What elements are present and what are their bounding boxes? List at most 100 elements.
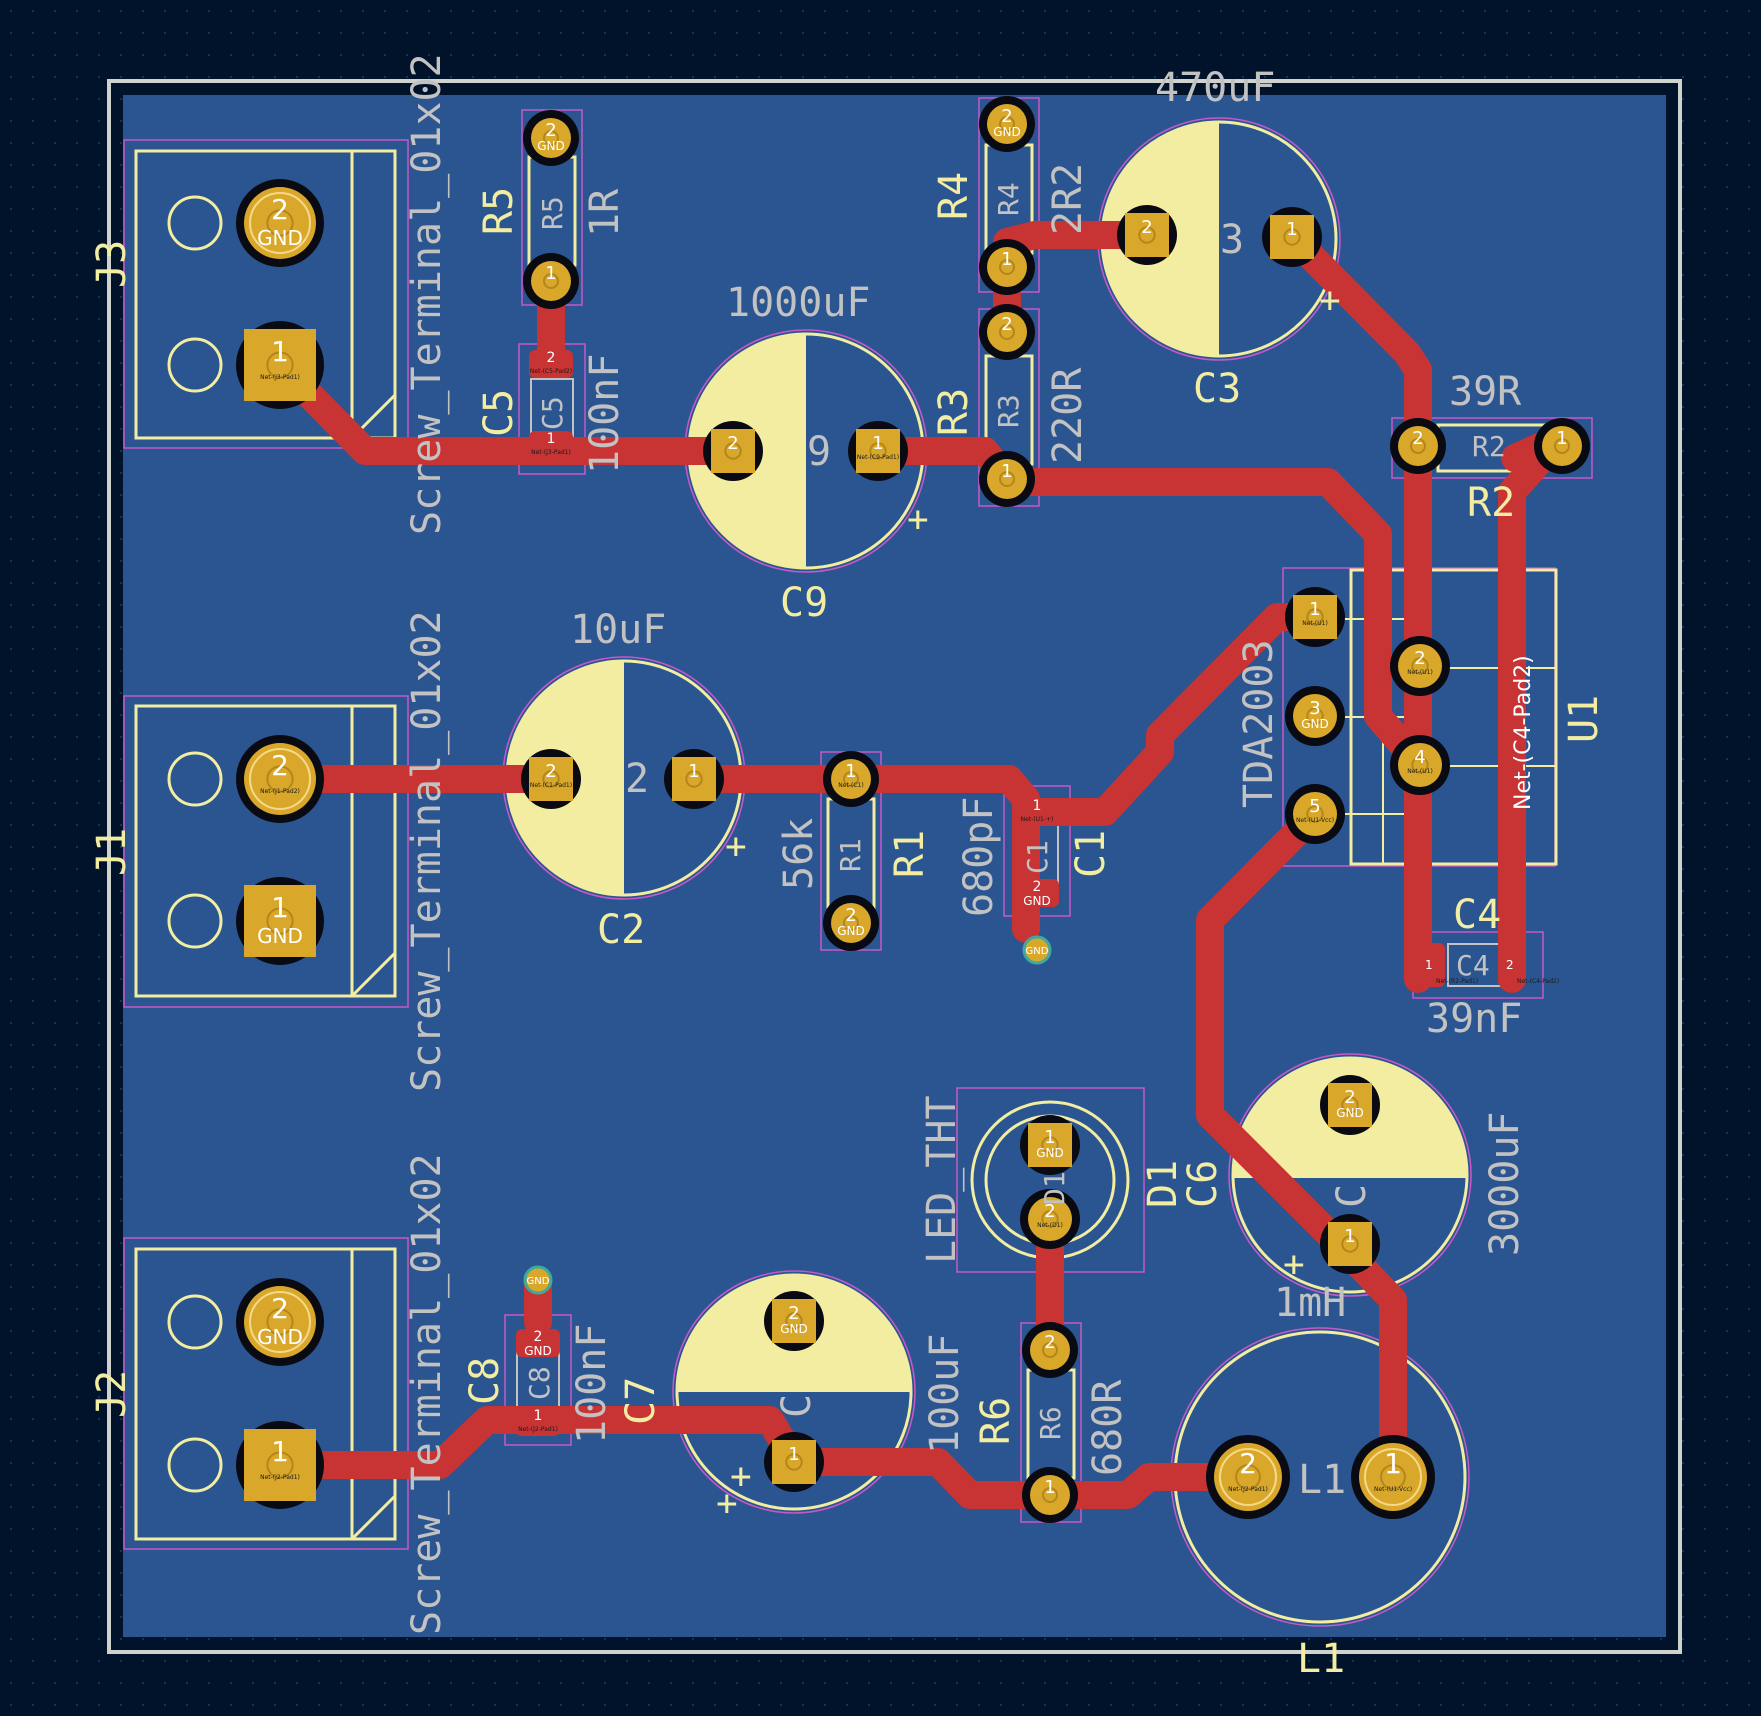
pad-c5-1-net: Net-(J3-Pad1) bbox=[531, 449, 571, 456]
c7-plus: + bbox=[716, 1483, 738, 1524]
pad-c7-2-number: 2 bbox=[788, 1303, 799, 1324]
c3-ref: C3 bbox=[1193, 366, 1241, 412]
c1-ref: C1 bbox=[1068, 830, 1114, 878]
pad-c2-2-number: 2 bbox=[545, 761, 556, 782]
pad-c9-2-number: 2 bbox=[727, 433, 738, 454]
pad-r6-1[interactable]: 1 bbox=[1022, 1467, 1078, 1523]
pad-c4-1-number: 1 bbox=[1425, 958, 1433, 972]
pad-r3-1[interactable]: 1 bbox=[979, 451, 1035, 507]
pad-r2-1[interactable]: 1 bbox=[1534, 418, 1590, 474]
pad-j3-1-number: 1 bbox=[271, 335, 289, 368]
l1-fab: L1 bbox=[1298, 1457, 1346, 1503]
silkscreen-text: J3 J1 J2 Screw_Terminal_01x02 Screw_Term… bbox=[89, 53, 1607, 1682]
pad-c8-1-net: Net-(J2-Pad1) bbox=[518, 1426, 558, 1433]
pads[interactable]: 2GND1Net-(J3-Pad1)2Net-(J1-Pad2)1GND2GND… bbox=[236, 96, 1590, 1523]
pad-c2-1-number: 1 bbox=[688, 761, 699, 782]
pad-r6-1-number: 1 bbox=[1044, 1477, 1055, 1498]
pad-j2-1-number: 1 bbox=[271, 1435, 289, 1468]
pad-c7-1[interactable]: 1 bbox=[764, 1432, 824, 1492]
terminal-j1[interactable] bbox=[123, 695, 409, 1008]
terminal-j3[interactable] bbox=[123, 139, 409, 449]
c1-fab: C1 bbox=[1021, 840, 1054, 874]
r1-value: 56k bbox=[776, 818, 822, 890]
c8-value: 100nF bbox=[569, 1324, 615, 1444]
pad-r5-1[interactable]: 1 bbox=[523, 253, 579, 309]
pad-c6-1[interactable]: 1 bbox=[1320, 1214, 1380, 1274]
via-gnd-2-net: GND bbox=[527, 1276, 550, 1287]
via-gnd-2[interactable]: GND bbox=[523, 1265, 553, 1295]
via-gnd-1[interactable]: GND bbox=[1022, 935, 1052, 965]
pad-c7-1-number: 1 bbox=[788, 1444, 799, 1465]
pad-l1-2-number: 2 bbox=[1239, 1447, 1257, 1480]
pad-r2-2[interactable]: 2 bbox=[1390, 418, 1446, 474]
pad-c3-1[interactable]: 1 bbox=[1262, 207, 1322, 267]
pad-c9-1-number: 1 bbox=[872, 433, 883, 454]
pad-c2-2-net: Net-(C1-Pad1) bbox=[530, 782, 572, 789]
c7-fab: C bbox=[774, 1394, 820, 1418]
pad-c3-1-number: 1 bbox=[1286, 219, 1297, 240]
r5-fab: R5 bbox=[536, 196, 569, 230]
terminal-j2[interactable] bbox=[123, 1237, 409, 1550]
pad-u1-3-net: GND bbox=[1301, 717, 1329, 731]
pad-r4-2-number: 2 bbox=[1001, 106, 1012, 127]
pad-c9-1-net: Net-(C9-Pad1) bbox=[857, 454, 899, 461]
pad-r4-2-net: GND bbox=[993, 125, 1021, 139]
pad-c4-2-number: 2 bbox=[1506, 958, 1514, 972]
r5-ref: R5 bbox=[476, 187, 522, 235]
c5-ref: C5 bbox=[476, 389, 522, 437]
board-edge-cuts bbox=[107, 79, 1682, 1654]
r4-fab: R4 bbox=[992, 182, 1025, 216]
pad-c4-2-net: Net-(C4-Pad2) bbox=[1517, 978, 1559, 985]
pad-c1-1-net: Net-(U1-+) bbox=[1021, 816, 1054, 823]
d1-ref: D1 bbox=[1140, 1160, 1186, 1208]
r3-ref: R3 bbox=[931, 388, 977, 436]
pad-j1-2-net: Net-(J1-Pad2) bbox=[260, 788, 300, 795]
l1-value: 1mH bbox=[1274, 1280, 1346, 1326]
pad-c3-2[interactable]: 2 bbox=[1117, 205, 1177, 265]
pad-r3-2[interactable]: 2 bbox=[979, 304, 1035, 360]
j3-value: Screw_Terminal_01x02 bbox=[404, 53, 450, 535]
pad-c9-2[interactable]: 2 bbox=[703, 421, 763, 481]
pad-c3-2-number: 2 bbox=[1141, 217, 1152, 238]
pad-r6-2[interactable]: 2 bbox=[1022, 1322, 1078, 1378]
pad-u1-1-number: 1 bbox=[1309, 599, 1320, 620]
d1-fab: D1 bbox=[1038, 1171, 1071, 1205]
pad-r4-1-number: 1 bbox=[1001, 249, 1012, 270]
capacitor-c3-body[interactable] bbox=[1097, 117, 1341, 361]
pad-c2-1[interactable]: 1 bbox=[664, 749, 724, 809]
pad-j2-1-net: Net-(J2-Pad1) bbox=[260, 1474, 300, 1481]
pad-r4-1[interactable]: 1 bbox=[979, 239, 1035, 295]
